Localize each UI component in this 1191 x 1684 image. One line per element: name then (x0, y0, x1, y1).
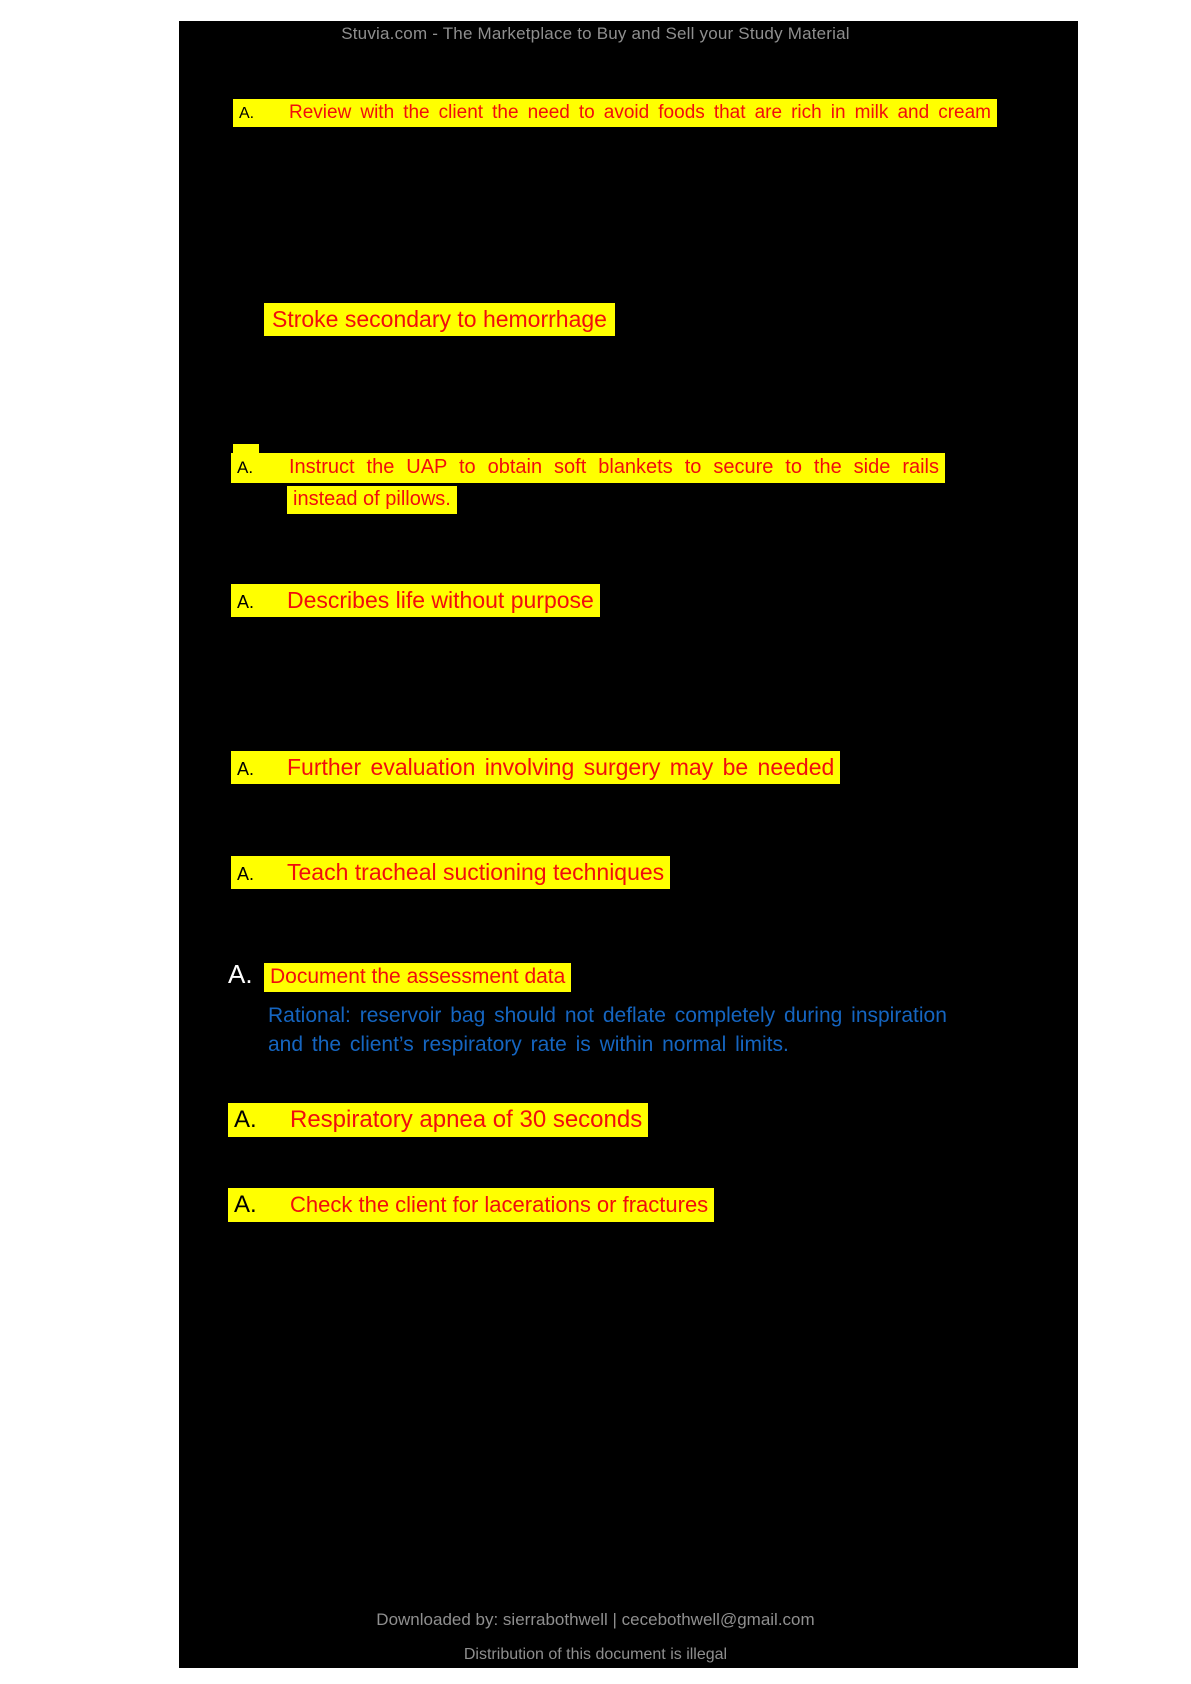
answer-marker-white: A. (228, 959, 253, 989)
answer-text: Describes life without purpose (287, 587, 594, 613)
answer-text: Document the assessment data (270, 965, 566, 988)
highlighted-answer-life-without-purpose: A. Describes life without purpose (231, 584, 600, 618)
redacted-content-block (179, 21, 1078, 1668)
answer-text: Check the client for lacerations or frac… (290, 1192, 709, 1217)
answer-marker: A. (237, 759, 255, 779)
highlighted-answer-review-foods: A. Review with the client the need to av… (233, 99, 997, 128)
rationale-line: Rational: reservoir bag should not defla… (268, 1004, 947, 1027)
rationale-line: and the client’s respiratory rate is wit… (268, 1033, 789, 1056)
highlighted-answer-uap-blankets-line1: A. Instruct the UAP to obtain soft blank… (231, 453, 945, 483)
answer-marker: A. (234, 1191, 257, 1218)
answer-marker: A. (237, 864, 255, 884)
answer-text: Respiratory apnea of 30 seconds (290, 1106, 643, 1133)
answer-marker: A. (234, 1106, 257, 1133)
highlighted-answer-check-lacerations: A. Check the client for lacerations or f… (228, 1188, 715, 1223)
highlighted-answer-document-assessment: Document the assessment data (264, 963, 572, 992)
rationale-text: Rational: reservoir bag should not defla… (268, 1001, 947, 1059)
answer-marker: A. (237, 592, 255, 612)
answer-text: Teach tracheal suctioning techniques (287, 859, 665, 885)
watermark-header: Stuvia.com - The Marketplace to Buy and … (341, 24, 850, 43)
highlighted-answer-uap-blankets-line2: instead of pillows. (287, 486, 457, 514)
highlighted-answer-respiratory-apnea: A. Respiratory apnea of 30 seconds (228, 1103, 649, 1138)
answer-text: instead of pillows. (293, 488, 451, 510)
highlighted-answer-further-evaluation: A. Further evaluation involving surgery … (231, 751, 841, 785)
answer-text: Instruct the UAP to obtain soft blankets… (289, 456, 939, 478)
footer-downloaded-by: Downloaded by: sierrabothwell | ceceboth… (376, 1610, 815, 1629)
highlight-fragment (233, 444, 259, 455)
answer-text: Stroke secondary to hemorrhage (272, 306, 607, 332)
answer-text: Review with the client the need to avoid… (289, 102, 991, 123)
answer-marker: A. (237, 458, 254, 477)
answer-text: Further evaluation involving surgery may… (287, 754, 835, 780)
highlighted-answer-stroke: Stroke secondary to hemorrhage (264, 303, 615, 337)
answer-marker: A. (239, 105, 255, 122)
highlighted-answer-tracheal-suctioning: A. Teach tracheal suctioning techniques (231, 856, 671, 890)
footer-distribution-notice: Distribution of this document is illegal (463, 1646, 728, 1663)
